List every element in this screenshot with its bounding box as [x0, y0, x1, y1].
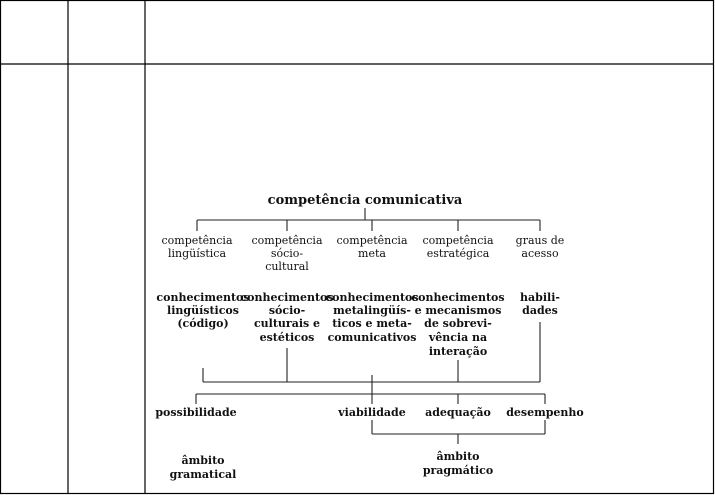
node-line: estéticos — [260, 331, 315, 344]
conhecimentos-mecanismos-node: conhecimentos e mecanismos de sobrevi- v… — [411, 291, 504, 358]
diagram-title: competência comunicativa — [268, 193, 463, 208]
desempenho-label: desempenho — [506, 406, 584, 419]
node-line: competência — [161, 234, 232, 247]
node-line: sócio- — [271, 247, 304, 260]
node-line: pragmático — [423, 464, 493, 477]
node-line: interação — [429, 345, 487, 358]
competencia-sociocultural-node: competência sócio- cultural — [251, 234, 322, 273]
node-line: metalingüís- — [333, 304, 411, 317]
node-line: comunicativos — [328, 331, 417, 344]
node-line: graus de — [516, 234, 565, 247]
node-line: culturais e — [254, 317, 320, 330]
node-line: âmbito — [436, 450, 479, 463]
node-line: ticos e meta- — [332, 317, 412, 330]
conhecimentos-metalinguisticos-node: conhecimentos metalingüís- ticos e meta-… — [325, 291, 418, 344]
possibilidade-label: possibilidade — [155, 406, 236, 419]
node-line: sócio- — [269, 304, 305, 317]
node-line: habili- — [520, 291, 560, 304]
node-line: cultural — [265, 260, 309, 273]
node-line: competência — [422, 234, 493, 247]
node-line: competência — [251, 234, 322, 247]
node-line: âmbito — [181, 454, 224, 467]
graus-de-acesso-node: graus de acesso — [516, 234, 565, 260]
node-line: lingüística — [168, 247, 227, 260]
node-line: de sobrevi- — [424, 317, 492, 330]
ambito-pragmatico-node: âmbito pragmático — [423, 450, 493, 477]
node-line: conhecimentos — [411, 291, 504, 304]
competencia-meta-node: competência meta — [336, 234, 407, 260]
viabilidade-label: viabilidade — [337, 406, 405, 419]
node-line: competência — [336, 234, 407, 247]
habilidades-node: habili- dades — [520, 291, 560, 317]
node-line: conhecimentos — [325, 291, 418, 304]
connector-lines — [195, 208, 546, 444]
conhecimentos-socioculturais-node: conhecimentos sócio- culturais e estétic… — [240, 291, 333, 344]
node-line: estratégica — [427, 247, 490, 260]
node-line: (código) — [177, 317, 228, 330]
node-line: vência na — [428, 331, 487, 344]
conhecimentos-linguisticos-node: conhecimentos lingüísticos (código) — [156, 291, 249, 330]
competencia-lingustica-node: competência lingüística — [161, 234, 232, 260]
node-line: conhecimentos — [156, 291, 249, 304]
adequacao-label: adequação — [425, 406, 491, 419]
node-line: gramatical — [170, 468, 237, 481]
ambito-gramatical-node: âmbito gramatical — [170, 454, 237, 481]
node-line: meta — [358, 247, 386, 260]
node-line: acesso — [521, 247, 559, 260]
node-line: e mecanismos — [415, 304, 502, 317]
node-line: conhecimentos — [240, 291, 333, 304]
node-line: lingüísticos — [167, 304, 239, 317]
competencia-estrategica-node: competência estratégica — [422, 234, 493, 260]
node-line: dades — [522, 304, 558, 317]
